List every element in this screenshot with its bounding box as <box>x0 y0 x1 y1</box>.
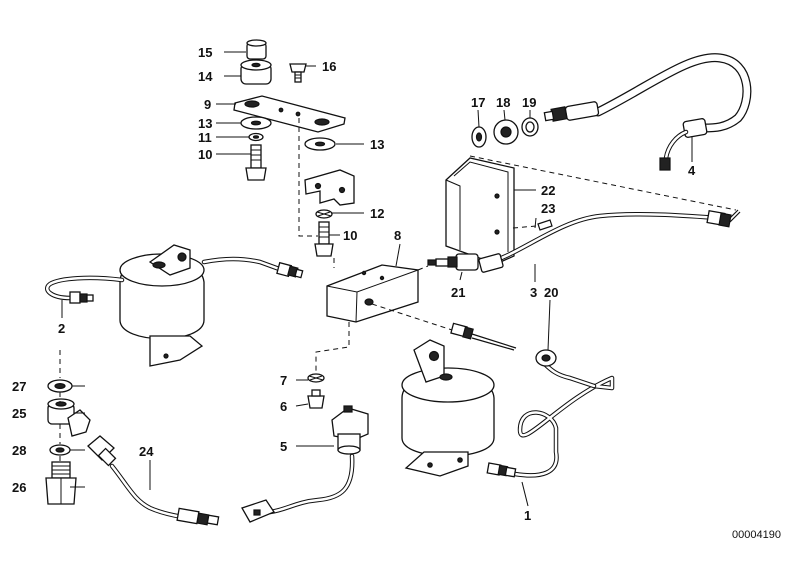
seal-part-27 <box>47 379 73 393</box>
leader-lines <box>61 51 693 507</box>
grommet-part-20 <box>535 349 557 367</box>
callout-23: 23 <box>541 201 555 216</box>
callout-8: 8 <box>394 228 401 243</box>
seal-part-28 <box>49 444 71 456</box>
callout-21: 21 <box>451 285 465 300</box>
line-end-fitting <box>176 507 220 526</box>
callout-25: 25 <box>12 406 26 421</box>
callout-22: 22 <box>541 183 555 198</box>
callout-10a: 10 <box>198 147 212 162</box>
bolt-part-6 <box>307 389 325 409</box>
rubber-mount-part-14 <box>240 59 272 85</box>
lock-washer-part-12 <box>315 209 333 219</box>
assembly-line <box>298 118 318 237</box>
callout-17: 17 <box>471 95 485 110</box>
callout-9: 9 <box>204 97 211 112</box>
pipe-line <box>202 257 284 272</box>
bolt-part-16 <box>289 63 307 83</box>
valve-block-part-8 <box>326 264 419 323</box>
callout-18: 18 <box>496 95 510 110</box>
callout-19: 19 <box>522 95 536 110</box>
pressure-accumulator-right <box>401 339 495 477</box>
diagram-reference-number: 00004190 <box>732 529 781 541</box>
pipe-fitting <box>486 462 517 478</box>
washer-part-11 <box>248 132 264 142</box>
sensor-cable <box>267 453 355 515</box>
callout-20: 20 <box>544 285 558 300</box>
union-part-21 <box>427 253 504 273</box>
callout-7: 7 <box>280 373 287 388</box>
seal-part-17 <box>471 126 487 148</box>
pipe-fitting <box>69 291 94 304</box>
assembly-line <box>315 322 350 374</box>
assembly-line <box>417 265 429 271</box>
callout-13b: 13 <box>370 137 384 152</box>
hose-end-fitting <box>543 101 600 122</box>
assembly-line <box>371 303 453 331</box>
pipe-part-2 <box>46 276 124 300</box>
callout-27: 27 <box>12 379 26 394</box>
pipe-part-1 <box>512 375 615 478</box>
callout-1: 1 <box>524 508 531 523</box>
hose-fitting-part-4 <box>659 118 708 171</box>
bracket-plate-part-9 <box>233 95 346 133</box>
callout-2: 2 <box>58 321 65 336</box>
pipe-end-fitting <box>706 209 741 228</box>
callout-14: 14 <box>198 69 213 84</box>
clip-part-23 <box>537 219 553 231</box>
pressure-accumulator-left <box>119 244 205 367</box>
callout-15: 15 <box>198 45 212 60</box>
cap-part-15 <box>246 39 267 60</box>
callout-10b: 10 <box>343 228 357 243</box>
seal-part-19 <box>521 117 539 137</box>
pipe-part-1 <box>513 376 614 477</box>
callout-13a: 13 <box>198 116 212 131</box>
bolt-part-10a <box>245 144 267 181</box>
callout-6: 6 <box>280 399 287 414</box>
washer-part-7 <box>307 373 325 383</box>
pipe-part-3 <box>487 212 721 265</box>
callout-16: 16 <box>322 59 336 74</box>
seal-part-18 <box>493 119 519 145</box>
bolt-part-10b <box>314 221 334 257</box>
callout-12: 12 <box>370 206 384 221</box>
pipe-fitting <box>276 261 304 279</box>
sensor-cable <box>268 454 354 514</box>
callout-11: 11 <box>198 130 212 145</box>
pressure-switch-part-5 <box>331 405 369 455</box>
assembly-line <box>512 225 537 229</box>
hollow-bolt-part-26 <box>45 461 77 505</box>
heat-shield-part-22 <box>445 157 515 265</box>
line-fitting-part-24 <box>87 435 117 467</box>
pressure-hose <box>594 54 751 132</box>
fitting-part-25-end <box>67 409 91 437</box>
washer-part-13b <box>304 137 336 151</box>
pipe-part-3 <box>488 213 720 264</box>
assembly-line <box>469 155 737 211</box>
callout-26: 26 <box>12 480 26 495</box>
callout-24: 24 <box>139 444 154 459</box>
callout-3: 3 <box>530 285 537 300</box>
pipe-fitting <box>450 322 517 351</box>
callout-28: 28 <box>12 443 26 458</box>
mounting-bracket <box>304 169 355 206</box>
callout-5: 5 <box>280 439 287 454</box>
cable-connector <box>241 499 275 523</box>
washer-part-13a <box>240 116 272 130</box>
callout-4: 4 <box>688 163 696 178</box>
